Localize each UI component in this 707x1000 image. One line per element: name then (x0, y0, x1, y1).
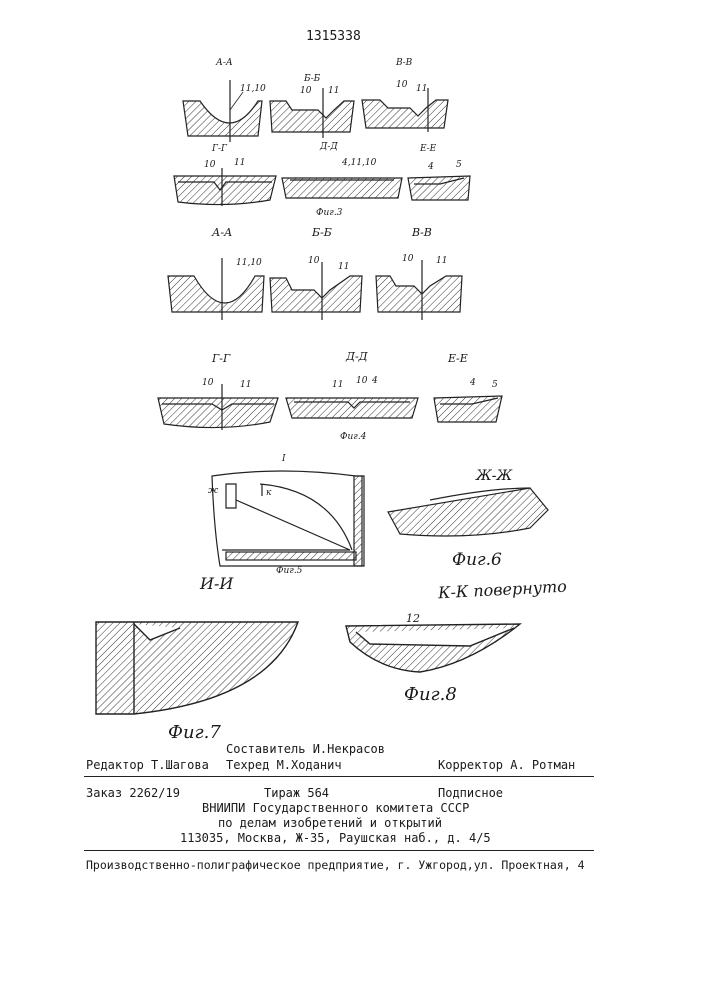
fig5-caption: Фиг.5 (276, 566, 302, 576)
imprint-subscription: Подписное (438, 786, 503, 800)
fig3-ref-vv-b: 11 (416, 84, 427, 94)
fig4-label-aa: А-А (212, 226, 232, 239)
fig3-ref-gg-a: 10 (204, 160, 215, 170)
imprint-org-line2: по делам изобретений и открытий (218, 816, 442, 830)
fig3-label-dd: Д-Д (320, 142, 338, 152)
fig3-ref-bb-b: 11 (328, 86, 339, 96)
fig3-section-dd (282, 178, 402, 198)
fig3-ref-bb-a: 10 (300, 86, 311, 96)
imprint-divider-1 (84, 776, 594, 777)
fig4-section-dd (286, 398, 418, 418)
fig4-label-ee: Е-Е (448, 352, 468, 365)
fig7-caption: Фиг.7 (168, 722, 221, 743)
fig6-section-label: Ж-Ж (476, 468, 512, 484)
fig3-ref-ee-a: 4 (428, 162, 434, 172)
fig5-label-k: к (266, 488, 271, 498)
fig8-section (346, 624, 520, 672)
fig4-ref-bb-a: 10 (308, 256, 319, 266)
imprint-techred: Техред М.Ходанич (226, 758, 342, 772)
fig4-ref-dd-a: 11 (332, 380, 343, 390)
imprint-corrector: Корректор А. Ротман (438, 758, 575, 772)
fig3-section-ee (408, 176, 470, 200)
fig4-section-gg (158, 384, 278, 430)
fig4-label-gg: Г-Г (212, 352, 230, 365)
fig7-section-label: И-И (200, 574, 233, 593)
fig3-section-gg (174, 168, 276, 206)
fig3-section-vv (362, 88, 448, 132)
fig4-ref-ee-a: 4 (470, 378, 476, 388)
fig4-section-ee (434, 396, 502, 422)
fig3-ref-aa: 11,10 (240, 84, 266, 94)
fig4-label-dd: Д-Д (346, 350, 368, 363)
fig3-label-vv: В-В (396, 58, 412, 68)
imprint-divider-2 (84, 850, 594, 851)
imprint-circulation: Тираж 564 (264, 786, 329, 800)
imprint-org-line1: ВНИИПИ Государственного комитета СССР (202, 801, 469, 815)
imprint-address: 113035, Москва, Ж-35, Раушская наб., д. … (180, 831, 491, 845)
imprint-order: Заказ 2262/19 (86, 786, 180, 800)
fig3-caption: Фиг.3 (316, 208, 342, 218)
imprint-compiler: Составитель И.Некрасов (226, 742, 385, 756)
fig3-ref-gg-b: 11 (234, 158, 245, 168)
fig8-caption: Фиг.8 (404, 684, 457, 705)
fig4-ref-ee-b: 5 (492, 380, 498, 390)
fig3-ref-dd: 4,11,10 (342, 158, 376, 168)
patent-number: 1315338 (306, 30, 361, 44)
fig4-ref-aa: 11,10 (236, 258, 262, 268)
fig3-ref-ee-b: 5 (456, 160, 462, 170)
fig4-ref-dd-c: 4 (372, 376, 378, 386)
fig4-caption: Фиг.4 (340, 432, 366, 442)
fig5-label-top: I (282, 454, 286, 464)
fig5-drawing (212, 471, 364, 566)
fig4-ref-vv-b: 11 (436, 256, 447, 266)
fig4-ref-gg-a: 10 (202, 378, 213, 388)
fig3-label-bb: Б-Б (304, 74, 320, 84)
fig4-section-vv (376, 260, 462, 320)
fig3-label-ee: Е-Е (420, 144, 436, 154)
imprint-editor: Редактор Т.Шагова (86, 758, 209, 772)
fig6-caption: Фиг.6 (452, 550, 502, 570)
fig4-label-bb: Б-Б (312, 226, 332, 239)
fig6-section (388, 488, 548, 536)
fig3-label-aa: А-А (216, 58, 233, 68)
fig4-ref-vv-a: 10 (402, 254, 413, 264)
fig3-ref-vv-a: 10 (396, 80, 407, 90)
imprint-printer: Производственно-полиграфическое предприя… (86, 858, 585, 872)
fig4-ref-gg-b: 11 (240, 380, 251, 390)
fig3-label-gg: Г-Г (212, 144, 227, 154)
fig4-label-vv: В-В (412, 226, 432, 239)
fig5-label-zh: ж (208, 486, 218, 496)
fig4-ref-bb-b: 11 (338, 262, 349, 272)
fig8-ref: 12 (406, 612, 420, 625)
fig7-section (96, 622, 298, 714)
fig4-ref-dd-b: 10 (356, 376, 367, 386)
fig3-section-bb (270, 88, 354, 138)
